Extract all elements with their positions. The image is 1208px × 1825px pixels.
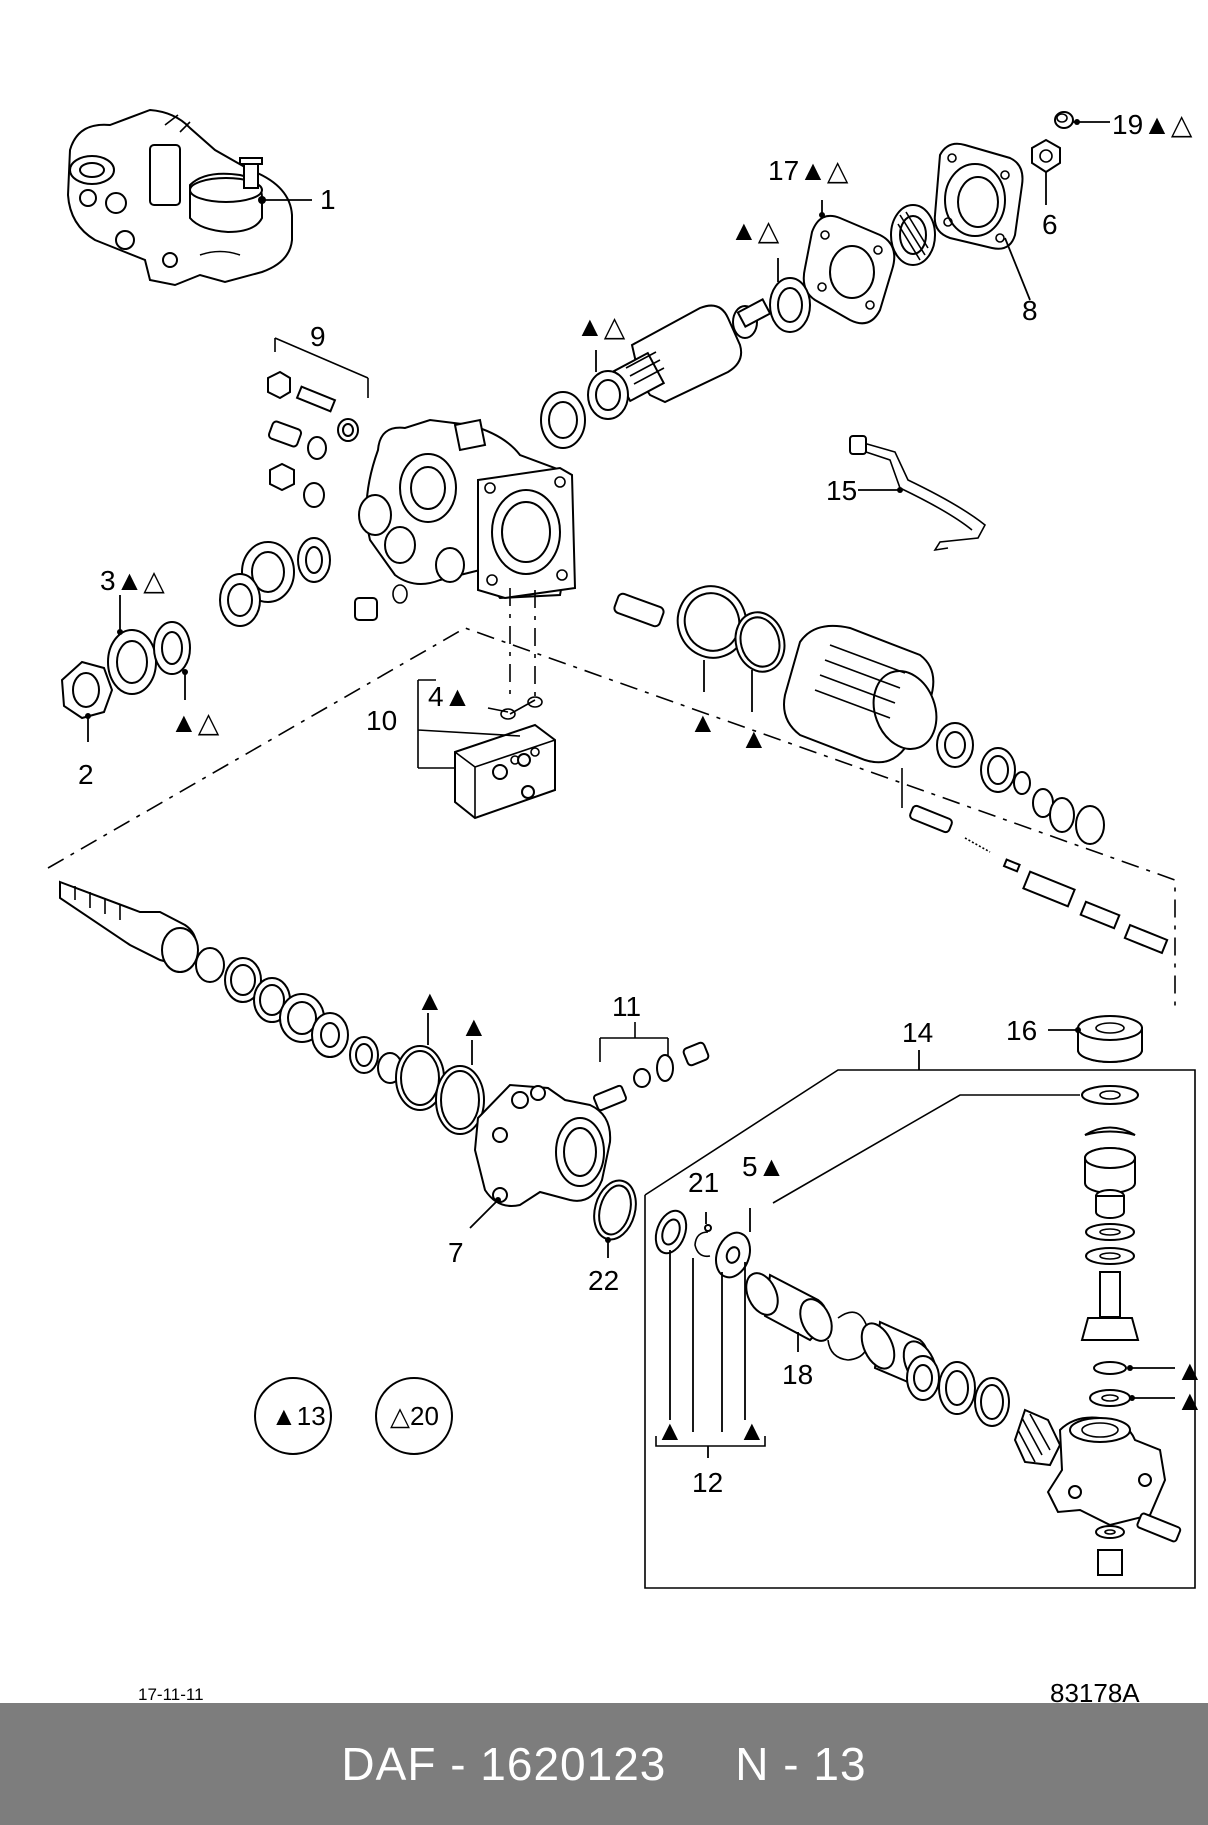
leader-14-inner [772, 1094, 1080, 1204]
seal-ring-a [587, 370, 629, 420]
steering-gear-assembly [66, 108, 293, 287]
legend-circle-20 [375, 1377, 453, 1455]
callout-15: 15 [826, 475, 857, 506]
marker-kit-b: ▲ [1176, 1385, 1204, 1416]
leader-8 [1004, 237, 1031, 301]
callout-2: 2 [78, 759, 94, 790]
bearing-row-left [219, 537, 408, 627]
callout-22: 22 [588, 1265, 619, 1296]
callout-8: 8 [1022, 295, 1038, 326]
assembly-outline-2 [509, 588, 536, 700]
callout-11: 11 [612, 991, 641, 1022]
hex-nut-6 [1031, 138, 1061, 174]
marker-seal-upper: ▲△ [730, 215, 780, 246]
leaders-14-stack [1130, 1367, 1175, 1399]
marker-ring-a: ▲△ [576, 311, 626, 342]
washer-3 [107, 629, 157, 695]
seal-12 [654, 1209, 688, 1255]
circlip-21-eye [704, 1224, 712, 1232]
bracket-12 [655, 1436, 766, 1447]
pipe-15 [849, 435, 987, 552]
callout-7: 7 [448, 1237, 464, 1268]
callout-3: 3▲△ [100, 565, 165, 596]
pin [613, 592, 665, 628]
relief-valve-parts [909, 804, 1169, 955]
callout-12: 12 [692, 1467, 723, 1498]
marker-kit-a: ▲ [1176, 1355, 1204, 1386]
seal-ring-left [153, 621, 191, 675]
cap-19 [1054, 111, 1074, 129]
seal-ring-upper [769, 277, 811, 333]
marker-piston-ring-b: ▲ [740, 723, 768, 754]
date-stamp: 17-11-11 [138, 1685, 204, 1704]
needle-bearing [890, 204, 936, 266]
kit-14-housing [1046, 1416, 1167, 1527]
assembly-outline [47, 627, 1176, 1010]
valve-block-10 [454, 723, 556, 820]
valve-housing [358, 418, 577, 600]
callout-17: 17▲△ [768, 155, 849, 186]
legend-20: △20 [390, 1401, 439, 1431]
leader-7 [469, 1199, 499, 1229]
piston [783, 624, 938, 764]
legend-13: ▲13 [271, 1401, 326, 1431]
marker-shaft-ring-a: ▲ [416, 985, 444, 1016]
cap-16 [1077, 1015, 1143, 1063]
bracket-10 [417, 679, 521, 769]
seal-ring-piston-a [676, 585, 748, 659]
marker-12-b: ▲ [738, 1415, 766, 1446]
cover-plate-8 [933, 142, 1024, 250]
marker-piston-ring-a: ▲ [689, 707, 717, 738]
kit-14-small-parts [1095, 1512, 1182, 1576]
bushing-18 [745, 1272, 833, 1342]
marker-12-a: ▲ [656, 1415, 684, 1446]
side-cover-7 [473, 1083, 612, 1207]
footer-part-number: DAF - 1620123 N - 13 [341, 1738, 867, 1790]
marker-shaft-ring-b: ▲ [460, 1011, 488, 1042]
washer-5 [715, 1231, 751, 1279]
rings-piston-right [936, 722, 1105, 845]
callout-9: 9 [310, 321, 326, 352]
rings-kit [906, 1355, 1010, 1427]
bolt-set-11 [593, 1041, 710, 1112]
input-shaft-valve [612, 298, 772, 404]
bolt-set-9 [267, 337, 369, 508]
callout-21: 21 [688, 1167, 719, 1198]
callout-18: 18 [782, 1359, 813, 1390]
seal-ring-b [540, 391, 586, 449]
callout-19: 19▲△ [1112, 109, 1193, 140]
gasket-17 [802, 214, 896, 325]
legend-circle-13 [254, 1377, 332, 1455]
leaders-12 [669, 1250, 746, 1432]
callout-10: 10 [366, 705, 397, 736]
marker-seal-left: ▲△ [170, 707, 220, 738]
footer-bar [0, 1703, 1208, 1825]
bracket-11 [599, 1022, 669, 1062]
callout-4: 4▲ [428, 681, 471, 712]
callout-16: 16 [1006, 1015, 1037, 1046]
kit-box-14 [644, 1069, 1196, 1589]
kit-14-gear [1013, 1408, 1062, 1467]
nut-2 [60, 660, 114, 720]
seal-ring-piston-b [734, 611, 786, 673]
sector-shaft [59, 880, 225, 983]
kit-14-stack [1080, 1085, 1140, 1407]
circlip-21 [694, 1231, 711, 1258]
callout-6: 6 [1042, 209, 1058, 240]
shaft-rings [224, 957, 485, 1135]
callout-14: 14 [902, 1017, 933, 1048]
callout-5: 5▲ [742, 1151, 785, 1182]
callout-1: 1 [320, 184, 336, 215]
